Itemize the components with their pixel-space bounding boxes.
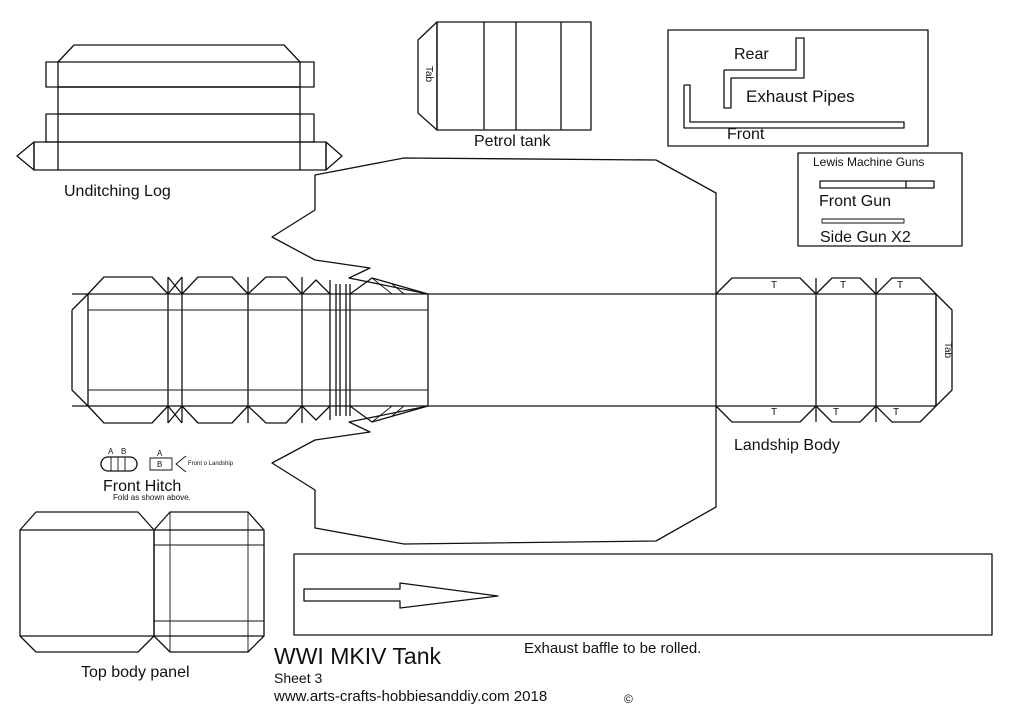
fold-mark: T [897, 280, 904, 291]
exhaust-baffle-part [293, 553, 993, 636]
fold-mark: T [893, 407, 900, 418]
hitch-label-a: A [108, 447, 114, 456]
exhaust-rear-label: Rear [734, 46, 769, 63]
hitch-label-b2: B [157, 460, 163, 469]
fold-mark: T [771, 280, 778, 291]
exhaust-baffle-label: Exhaust baffle to be rolled. [524, 640, 702, 657]
lewis-guns-title: Lewis Machine Guns [813, 155, 925, 169]
top-body-panel-label: Top body panel [81, 664, 190, 681]
landship-body-tab-label: Tab [942, 342, 953, 359]
fold-mark: T [840, 280, 847, 291]
front-hitch-label: Front Hitch [103, 478, 182, 495]
petrol-tank-tab-label: Tab [423, 66, 434, 83]
unditching-log-label: Unditching Log [64, 183, 171, 200]
top-body-panel-part [19, 511, 265, 653]
copyright-symbol: © [624, 692, 633, 706]
exhaust-pipes-label: Exhaust Pipes [746, 87, 855, 106]
side-gun-label: Side Gun X2 [820, 229, 911, 246]
sheet-title: WWI MKIV Tank [274, 643, 441, 669]
fold-mark: T [833, 407, 840, 418]
landship-body-label: Landship Body [734, 437, 840, 454]
unditching-log-part [16, 44, 343, 171]
hitch-label-a2: A [157, 449, 163, 458]
hitch-front-label: Front o Landship [188, 461, 234, 467]
website-label: www.arts-crafts-hobbiesanddiy.com 2018 [274, 688, 548, 705]
front-gun-label: Front Gun [819, 193, 892, 210]
lewis-guns-part [797, 152, 963, 247]
exhaust-pipes-part [667, 29, 929, 147]
front-hitch-part [100, 455, 187, 473]
fold-mark: T [771, 407, 778, 418]
front-hitch-note: Fold as shown above. [113, 493, 191, 502]
petrol-tank-label: Petrol tank [474, 133, 551, 150]
petrol-tank-part [417, 21, 592, 131]
hitch-label-b: B [121, 447, 127, 456]
exhaust-front-label: Front [727, 126, 765, 143]
sheet-subtitle: Sheet 3 [274, 670, 323, 686]
landship-body-part [71, 157, 953, 545]
